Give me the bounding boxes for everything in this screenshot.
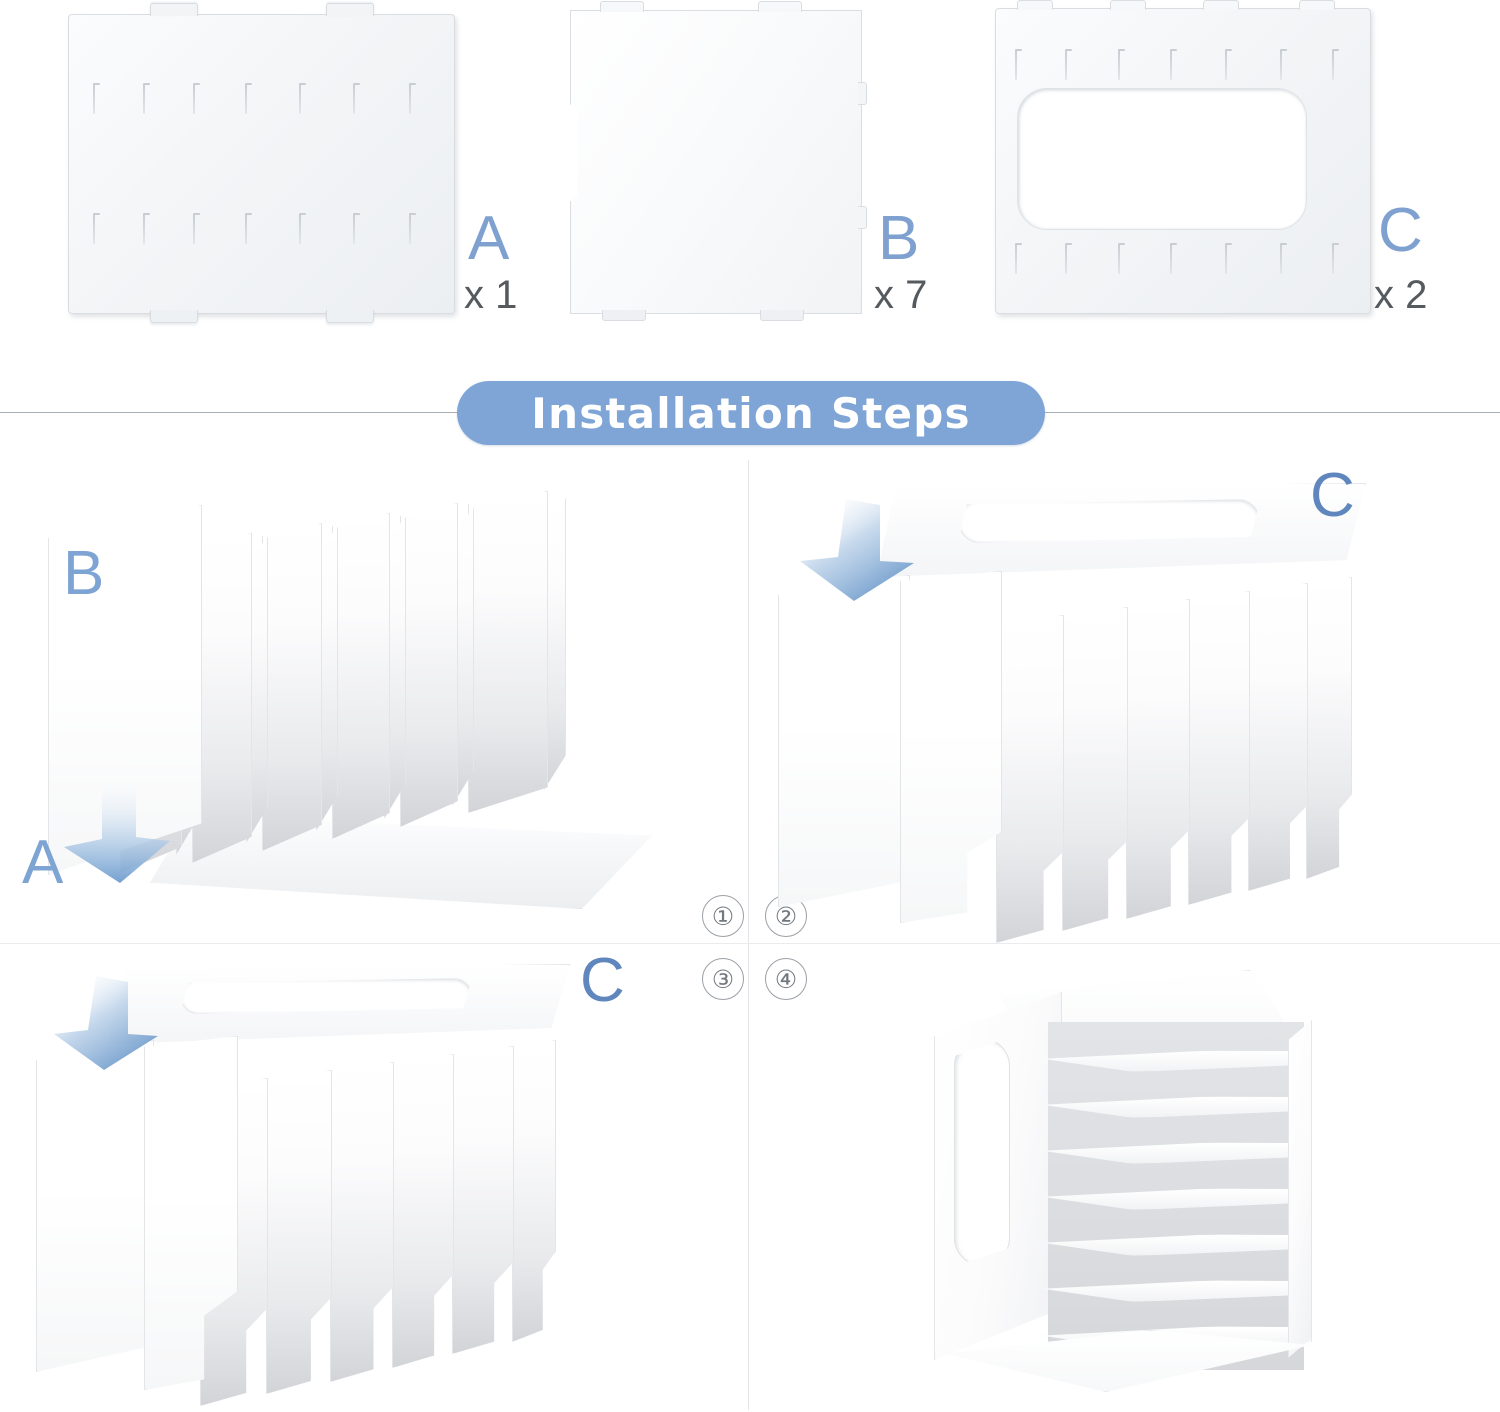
step-number-3: ③ <box>702 958 744 1000</box>
parts-list-section: A x 1 B x 7 <box>0 0 1500 400</box>
part-a-tab-top-right <box>326 3 374 16</box>
quadrant-vertical-divider <box>748 460 749 1410</box>
part-c-slot-top-1 <box>1012 46 1022 80</box>
part-a-count: x 1 <box>464 273 518 317</box>
part-a-slot-top-1 <box>90 80 100 114</box>
step1-divider-7 <box>468 491 548 813</box>
part-a-slot-top-2 <box>140 80 150 114</box>
step2-divider-7 <box>1306 577 1352 879</box>
part-b-tab-top-left <box>600 1 644 12</box>
step1-divider-6 <box>400 503 458 827</box>
step3-divider-3 <box>266 1070 332 1394</box>
step2-divider-1 <box>900 571 1002 923</box>
part-a-tab-top-left <box>150 3 198 16</box>
part-b-divider-panel <box>570 1 867 321</box>
part-c-tab-1 <box>1017 0 1053 10</box>
part-c-slot-bottom-3 <box>1115 240 1125 274</box>
part-c-slot-bottom-2 <box>1062 240 1072 274</box>
part-c-slot-top-7 <box>1329 46 1339 80</box>
part-c-slot-top-3 <box>1115 46 1125 80</box>
part-c-slot-top-6 <box>1277 46 1287 80</box>
installation-steps-section: ① ② ③ ④ <box>0 455 1500 1412</box>
part-c-letter: C <box>1378 196 1424 265</box>
part-c-handle-cutout <box>1017 88 1307 230</box>
part-a-slot-bottom-7 <box>406 210 416 244</box>
part-a-body <box>68 14 455 314</box>
product-handle-cutout <box>954 1038 1010 1266</box>
part-a-slot-top-5 <box>296 80 306 114</box>
part-b-tab-right-lower <box>858 206 867 229</box>
part-a-tab-bottom-right <box>326 310 374 323</box>
step2-down-left-arrow-icon <box>784 499 920 603</box>
step3-down-left-arrow-icon <box>40 976 164 1072</box>
part-a-slot-bottom-2 <box>140 210 150 244</box>
part-a-slot-bottom-3 <box>190 210 200 244</box>
part-a-slot-bottom-1 <box>90 210 100 244</box>
part-b-body <box>570 10 862 314</box>
step-number-4: ④ <box>765 958 807 1000</box>
step1-divider-4 <box>262 523 322 851</box>
step3-label-c: C <box>580 946 625 1015</box>
part-c-slot-bottom-4 <box>1167 240 1177 274</box>
step-1-illustration: B A <box>0 455 748 943</box>
installation-steps-label: Installation Steps <box>531 388 971 438</box>
part-a-tab-bottom-left <box>150 310 198 323</box>
step2-front-panel <box>778 575 910 907</box>
step3-divider-4 <box>330 1062 394 1382</box>
step-3-illustration: C <box>0 944 748 1412</box>
step2-divider-5 <box>1188 591 1250 905</box>
part-c-slot-bottom-6 <box>1277 240 1287 274</box>
part-c-slot-bottom-1 <box>1012 240 1022 274</box>
part-c-slot-top-4 <box>1167 46 1177 80</box>
part-c-slot-bottom-7 <box>1329 240 1339 274</box>
part-c-tab-2 <box>1110 0 1146 10</box>
quadrant-horizontal-divider <box>0 943 1500 944</box>
step2-divider-3 <box>1062 607 1128 931</box>
part-b-tab-bottom-left <box>602 310 646 321</box>
part-a-slot-bottom-5 <box>296 210 306 244</box>
step1-divider-5 <box>332 513 390 839</box>
installation-steps-banner: Installation Steps <box>457 381 1045 445</box>
step3-front-panel <box>36 1040 154 1372</box>
part-b-count: x 7 <box>874 273 928 317</box>
step-2-illustration: C <box>748 455 1500 943</box>
step1-label-b: B <box>63 539 105 608</box>
step2-panel-c-handle-cutout <box>958 499 1260 543</box>
step3-divider-7 <box>512 1040 556 1342</box>
step1-down-arrow-icon <box>58 775 188 885</box>
part-c-slot-bottom-5 <box>1222 240 1232 274</box>
part-a-slot-top-6 <box>350 80 360 114</box>
step2-divider-4 <box>1126 599 1190 919</box>
part-c-side-panel <box>995 0 1371 314</box>
part-b-tab-top-right <box>758 1 802 12</box>
part-a-slot-top-3 <box>190 80 200 114</box>
step-4-finished-product <box>748 944 1500 1412</box>
part-c-slot-top-2 <box>1062 46 1072 80</box>
step3-divider-6 <box>452 1046 514 1354</box>
part-c-count: x 2 <box>1374 273 1428 317</box>
step2-divider-6 <box>1248 583 1308 891</box>
step-number-1: ① <box>702 895 744 937</box>
part-b-tab-bottom-right <box>760 310 804 321</box>
part-b-letter: B <box>878 204 920 273</box>
part-a-letter: A <box>468 204 510 273</box>
part-a-slot-top-4 <box>242 80 252 114</box>
part-a-slot-top-7 <box>406 80 416 114</box>
step3-panel-c-handle-cutout <box>180 978 472 1014</box>
step3-divider-5 <box>392 1054 454 1368</box>
part-c-slot-top-5 <box>1222 46 1232 80</box>
part-a-slot-bottom-4 <box>242 210 252 244</box>
step2-label-c: C <box>1310 461 1355 530</box>
step2-divider-2 <box>996 615 1064 943</box>
part-c-tab-3 <box>1203 0 1239 10</box>
product-right-edge <box>1288 1020 1312 1358</box>
part-b-tab-right-upper <box>858 82 867 105</box>
part-a-slot-bottom-6 <box>350 210 360 244</box>
step1-label-a: A <box>22 828 64 897</box>
part-c-tab-4 <box>1299 0 1335 10</box>
part-a-base-panel <box>68 3 455 323</box>
